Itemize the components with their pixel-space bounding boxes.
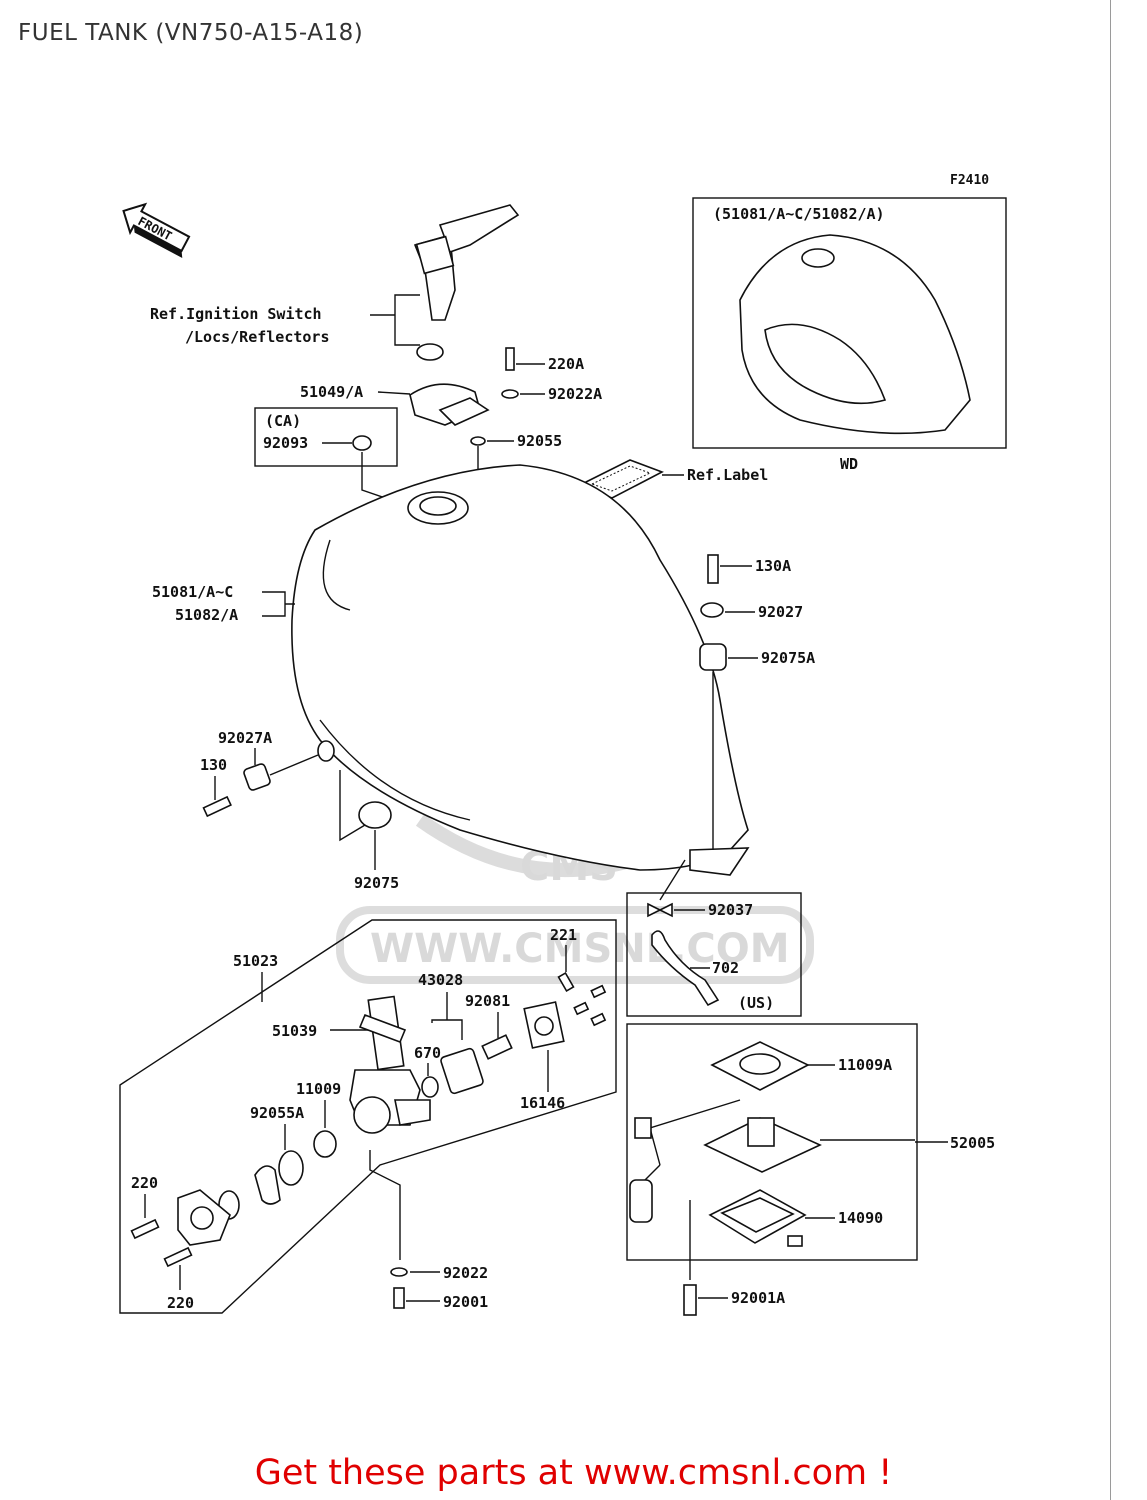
callout-51049A: 51049/A bbox=[300, 383, 363, 401]
key-lock-cylinder bbox=[416, 343, 444, 361]
gasket-11009A bbox=[710, 1041, 810, 1091]
bolt-92001 bbox=[393, 1287, 405, 1309]
callout-92093: 92093 bbox=[263, 434, 308, 452]
washer-92022A bbox=[501, 389, 519, 399]
callout-220A: 220A bbox=[548, 355, 584, 373]
callout-11009A: 11009A bbox=[838, 1056, 892, 1074]
us-box bbox=[626, 892, 802, 1017]
screw-221 bbox=[557, 971, 575, 993]
callout-51081: 51081/A~C bbox=[152, 583, 233, 601]
callout-52005: 52005 bbox=[950, 1134, 995, 1152]
parts-diagram: CMS WWW.CMSNL.COM F2410 FRONT Ref.Igniti… bbox=[119, 173, 1007, 1316]
oring-92055 bbox=[470, 436, 486, 446]
callout-92081: 92081 bbox=[465, 992, 510, 1010]
callout-92037: 92037 bbox=[708, 901, 753, 919]
callout-92022: 92022 bbox=[443, 1264, 488, 1282]
callout-670: 670 bbox=[414, 1044, 441, 1062]
gasket-11009 bbox=[313, 1130, 337, 1158]
callout-16146: 16146 bbox=[520, 1094, 565, 1112]
bolt-220-upper bbox=[130, 1218, 160, 1240]
wd-inset-header: (51081/A~C/51082/A) bbox=[713, 205, 885, 223]
fuel-cap bbox=[409, 383, 490, 426]
footer-cta[interactable]: Get these parts at www.cmsnl.com ! bbox=[254, 1453, 893, 1493]
bolt-220A bbox=[505, 347, 515, 371]
page-title: FUEL TANK (VN750-A15-A18) bbox=[18, 20, 364, 46]
bolt-130A bbox=[707, 554, 719, 584]
filter-screen bbox=[254, 1165, 281, 1205]
spring-92081 bbox=[481, 1034, 513, 1060]
callout-92055A: 92055A bbox=[250, 1104, 304, 1122]
wd-inset-caption: WD bbox=[840, 455, 858, 473]
ref-label: Ref.Label bbox=[687, 466, 768, 484]
damper-92075 bbox=[358, 801, 392, 829]
callout-92027A: 92027A bbox=[218, 729, 272, 747]
callout-51023: 51023 bbox=[233, 952, 278, 970]
callout-11009: 11009 bbox=[296, 1080, 341, 1098]
watermark-text: WWW.CMSNL.COM bbox=[370, 926, 790, 972]
callout-92001A: 92001A bbox=[731, 1289, 785, 1307]
cover-14090 bbox=[708, 1189, 807, 1247]
callout-14090: 14090 bbox=[838, 1209, 883, 1227]
us-box-label: (US) bbox=[738, 994, 774, 1012]
hose-702 bbox=[651, 930, 720, 1007]
wd-tank-icon bbox=[739, 234, 971, 435]
callout-220-bottom: 220 bbox=[167, 1294, 194, 1312]
callout-221: 221 bbox=[550, 926, 577, 944]
bolt-220-lower bbox=[163, 1246, 193, 1268]
front-arrow-icon: FRONT bbox=[122, 202, 191, 259]
fuel-level-sensor bbox=[629, 1099, 822, 1223]
fuel-cock-box bbox=[119, 919, 617, 1314]
callout-220-top: 220 bbox=[131, 1174, 158, 1192]
grommet-92093 bbox=[352, 435, 372, 451]
callout-92055: 92055 bbox=[517, 432, 562, 450]
callout-92075: 92075 bbox=[354, 874, 399, 892]
oring-670 bbox=[421, 1076, 439, 1098]
callout-702: 702 bbox=[712, 959, 739, 977]
collar-92027 bbox=[700, 602, 724, 618]
bolt-130 bbox=[202, 795, 232, 818]
callout-92027: 92027 bbox=[758, 603, 803, 621]
callout-92001: 92001 bbox=[443, 1293, 488, 1311]
ca-box bbox=[254, 407, 398, 467]
damper-92075A bbox=[699, 643, 727, 671]
ref-ignition-line1: Ref.Ignition Switch bbox=[150, 305, 322, 323]
callout-92022A: 92022A bbox=[548, 385, 602, 403]
bolt-92001A bbox=[683, 1284, 697, 1316]
fuel-tank bbox=[291, 464, 750, 876]
callout-51082: 51082/A bbox=[175, 606, 238, 624]
ref-ignition-line2: /Locs/Reflectors bbox=[185, 328, 330, 346]
callout-51039: 51039 bbox=[272, 1022, 317, 1040]
diaphragm-43028 bbox=[440, 1047, 484, 1095]
wd-inset-box bbox=[692, 197, 1007, 449]
clip-92037 bbox=[647, 902, 673, 918]
callout-130: 130 bbox=[200, 756, 227, 774]
fuel-cock-valve bbox=[349, 995, 431, 1134]
collar-92027A bbox=[243, 763, 271, 791]
ca-box-title: (CA) bbox=[265, 412, 301, 430]
ignition-key-icon bbox=[413, 204, 520, 321]
oring-92055A bbox=[278, 1150, 304, 1186]
callout-43028: 43028 bbox=[418, 971, 463, 989]
callout-130A: 130A bbox=[755, 557, 791, 575]
page-divider bbox=[1110, 0, 1111, 1500]
figure-code: F2410 bbox=[950, 173, 989, 188]
callout-92075A: 92075A bbox=[761, 649, 815, 667]
washer-92022 bbox=[390, 1267, 408, 1277]
